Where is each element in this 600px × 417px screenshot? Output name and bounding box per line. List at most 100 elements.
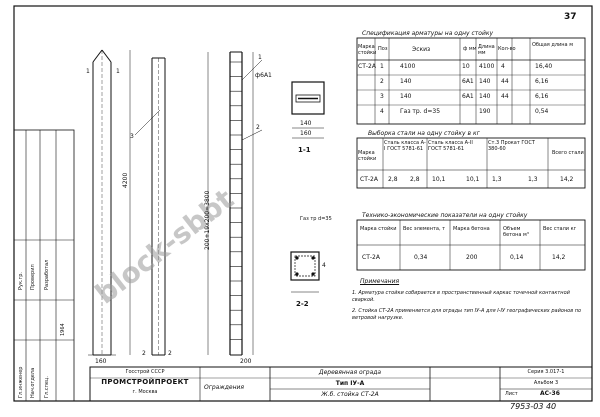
spec-cell-qty: 44 (501, 93, 509, 100)
spec-header-d: ф мм (463, 46, 477, 52)
econ-row-volume: 0,14 (510, 254, 524, 261)
spec-cell-len: 190 (479, 108, 491, 115)
spec-header-total: Общая длина м (532, 42, 573, 48)
pos-label-1: 1 (258, 54, 262, 61)
spec-cell-pos: 4 (380, 108, 384, 115)
pos-label-4: 4 (322, 262, 326, 269)
doc-code: 7953-03 40 (510, 402, 557, 411)
steel-header-total: Всего стали (552, 150, 584, 156)
tb-city: г. Москва (132, 389, 158, 395)
econ-row-steel: 14,2 (552, 254, 566, 261)
dim-bottom-label: 160 (95, 358, 107, 365)
econ-table-title: Технико-экономические показатели на одну… (362, 212, 528, 219)
spec-cell-d: 6А1 (462, 93, 474, 100)
tb-sheet: АС-36 (540, 390, 560, 397)
dim-inner-label: 140 (300, 120, 312, 127)
cut-mark-1a: 1 (86, 68, 90, 75)
sheet-number: 37 (564, 12, 577, 22)
spec-header-sketch: Эскиз (412, 46, 431, 53)
spec-cell-qty: 44 (501, 78, 509, 85)
steel-row-a1-total: 2,8 (410, 176, 420, 183)
tb-project: Деревянная ограда (318, 369, 382, 376)
spec-cell-pos: 2 (380, 78, 384, 85)
notes-title: Примечания (360, 278, 400, 285)
tb-sheet-label: Лист (505, 391, 518, 397)
side-stamp-row-3: Гл.спец. (44, 376, 50, 398)
spec-cell-d: 6А1 (462, 78, 474, 85)
econ-row-concrete: 200 (466, 254, 478, 261)
dim-total-label: 4200 (122, 172, 129, 188)
side-stamp (13, 129, 75, 402)
spec-cell-pos: 3 (380, 93, 384, 100)
steel-header-mark: Марка стойки (358, 150, 377, 162)
dim-width-label: 160 (300, 130, 312, 137)
spec-cell-mark: СТ-2А (358, 63, 376, 70)
dim-top-label: 200 (240, 358, 252, 365)
econ-row-weight: 0,34 (414, 254, 428, 261)
svg-text:block-sbbt: block-sbbt (89, 182, 240, 310)
spec-cell-d: 10 (462, 63, 470, 70)
spec-cell-pos: 1 (380, 63, 384, 70)
pos-label-2: 2 (256, 124, 260, 131)
steel-header-st3: Ст.3 Прокат ГОСТ 380-60 (488, 140, 535, 152)
steel-row-a1: 2,8 (388, 176, 398, 183)
econ-row-mark: СТ-2А (362, 254, 380, 261)
note-2: 2. Стойка СТ-2А применяется для ограды т… (352, 308, 582, 321)
spec-cell-total: 6,16 (535, 93, 549, 100)
tb-section: Ограждения (204, 384, 245, 391)
steel-row-mark: СТ-2А (360, 176, 378, 183)
stirrups (230, 61, 242, 340)
section-2-label: 2-2 (296, 300, 309, 308)
spec-cell-total: 16,40 (535, 63, 553, 70)
section-1-1 (291, 81, 325, 139)
pos-label-3: 3 (130, 133, 134, 140)
steel-header-a2: Сталь класса А-II ГОСТ 5781-61 (428, 140, 473, 152)
elevation-3-rebar (229, 51, 243, 356)
steel-row-a2-total: 10,1 (466, 176, 480, 183)
rebar-label: ф6А1 (255, 72, 272, 79)
spec-header-len: Длина мм (478, 44, 495, 56)
spec-cell-sketch: 4100 (400, 63, 416, 70)
steel-row-a2: 10,1 (432, 176, 446, 183)
section-2-2 (290, 251, 320, 293)
spec-cell-qty: 4 (501, 63, 505, 70)
side-stamp-year: 1964 (60, 323, 66, 336)
econ-header-steel: Вес стали кг (543, 226, 577, 232)
spec-table-title: Спецификация арматуры на одну стойку (362, 30, 494, 37)
tb-type: Тип IУ-А (335, 380, 365, 387)
side-stamp-row-5: Проверил (30, 264, 36, 290)
spec-cell-sketch: Газ тр. d=35 (400, 108, 441, 115)
cut-mark-1b: 1 (116, 68, 120, 75)
econ-header-mark: Марка стойки (360, 226, 397, 232)
cut-mark-2a: 2 (142, 350, 146, 357)
econ-header-concrete: Марка бетона (453, 226, 490, 232)
steel-row-total: 14,2 (560, 176, 574, 183)
steel-header-a1: Сталь класса А-I ГОСТ 5781-61 (384, 140, 426, 152)
cut-mark-2b: 2 (168, 350, 172, 357)
side-stamp-row-6: Разработал (44, 259, 50, 290)
steel-row-st3: 1,3 (492, 176, 502, 183)
tb-institute: ПРОМСТРОЙПРОЕКТ (101, 378, 189, 386)
spec-header-pos: Поз (378, 46, 388, 52)
side-stamp-row-4: Рук.гр. (18, 272, 24, 290)
spec-header-mark: Марка стойки (358, 44, 377, 56)
tb-item: Ж.б. стойка СТ-2А (321, 391, 379, 398)
elevation-2 (151, 57, 166, 356)
spec-cell-total: 0,54 (535, 108, 549, 115)
econ-header-volume: Объем бетона м³ (503, 226, 529, 238)
spec-cell-sketch: 140 (400, 78, 412, 85)
tb-org: Госстрой СССР (125, 369, 165, 375)
spec-cell-sketch: 140 (400, 93, 412, 100)
econ-table-grid (356, 219, 586, 271)
steel-table-title: Выборка стали на одну стойку в кг (368, 130, 480, 137)
pipe-label: Газ тр d=35 (300, 216, 332, 222)
spec-cell-len: 4100 (479, 63, 495, 70)
title-block-grid (89, 366, 593, 402)
spec-cell-len: 140 (479, 93, 491, 100)
spec-cell-total: 6,16 (535, 78, 549, 85)
spec-table-grid (356, 37, 586, 125)
econ-header-weight: Вес элемента, т (403, 226, 446, 232)
side-stamp-row-2: Нач.отдела (30, 367, 36, 398)
